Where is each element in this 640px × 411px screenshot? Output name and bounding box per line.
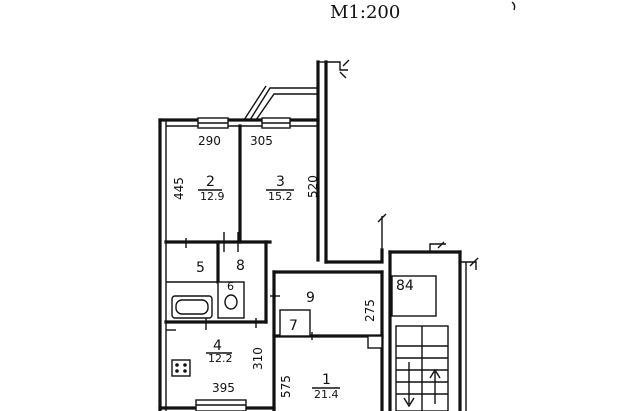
room-3-area: 15.2 (268, 190, 293, 203)
closet-7 (279, 309, 311, 337)
bathtub (171, 295, 213, 319)
room-2-area: 12.9 (200, 190, 225, 203)
stove (171, 359, 191, 377)
windows (195, 117, 291, 411)
room-9-number: 9 (306, 290, 315, 306)
staircase (395, 325, 449, 411)
room-2-number: 2 (206, 174, 215, 190)
toilet-cubicle (217, 281, 245, 319)
stair-arrow-down (403, 362, 415, 408)
room-1-number: 1 (322, 372, 331, 388)
dim-room2-depth: 445 (172, 177, 186, 200)
balcony (243, 85, 318, 121)
dim-room4-width: 395 (212, 381, 235, 395)
room-3-number: 3 (276, 174, 285, 190)
room-6-number: 6 (227, 280, 234, 293)
room-8-number: 8 (236, 258, 245, 274)
dim-room3-depth: 520 (306, 175, 320, 198)
corner-mark (511, 1, 516, 11)
dimension-labels: 290 305 445 520 275 310 575 395 (172, 134, 377, 398)
dim-room2-width: 290 (198, 134, 221, 148)
room-4-area: 12.2 (208, 352, 233, 365)
fixtures (171, 275, 437, 377)
room-1-area: 21.4 (314, 388, 339, 401)
dim-room3-width: 305 (250, 134, 273, 148)
stair-arrow-up (429, 368, 441, 404)
toilet (224, 294, 238, 310)
room-5-number: 5 (196, 260, 205, 276)
scale-label: M1:200 (330, 2, 400, 23)
room-4-number: 4 (213, 338, 222, 354)
dim-room9-depth: 275 (363, 299, 377, 322)
corridor-top-wall (324, 248, 384, 264)
room-7-number: 7 (289, 318, 298, 334)
dim-room4-depth: 310 (251, 347, 265, 370)
balcony-outline (249, 87, 318, 121)
riser-number: 84 (396, 278, 414, 294)
dim-room1-depth: 575 (279, 375, 293, 398)
riser-box (391, 275, 437, 317)
room-labels: 2 12.9 3 15.2 5 8 6 9 7 4 12.2 1 21.4 84 (196, 174, 414, 401)
